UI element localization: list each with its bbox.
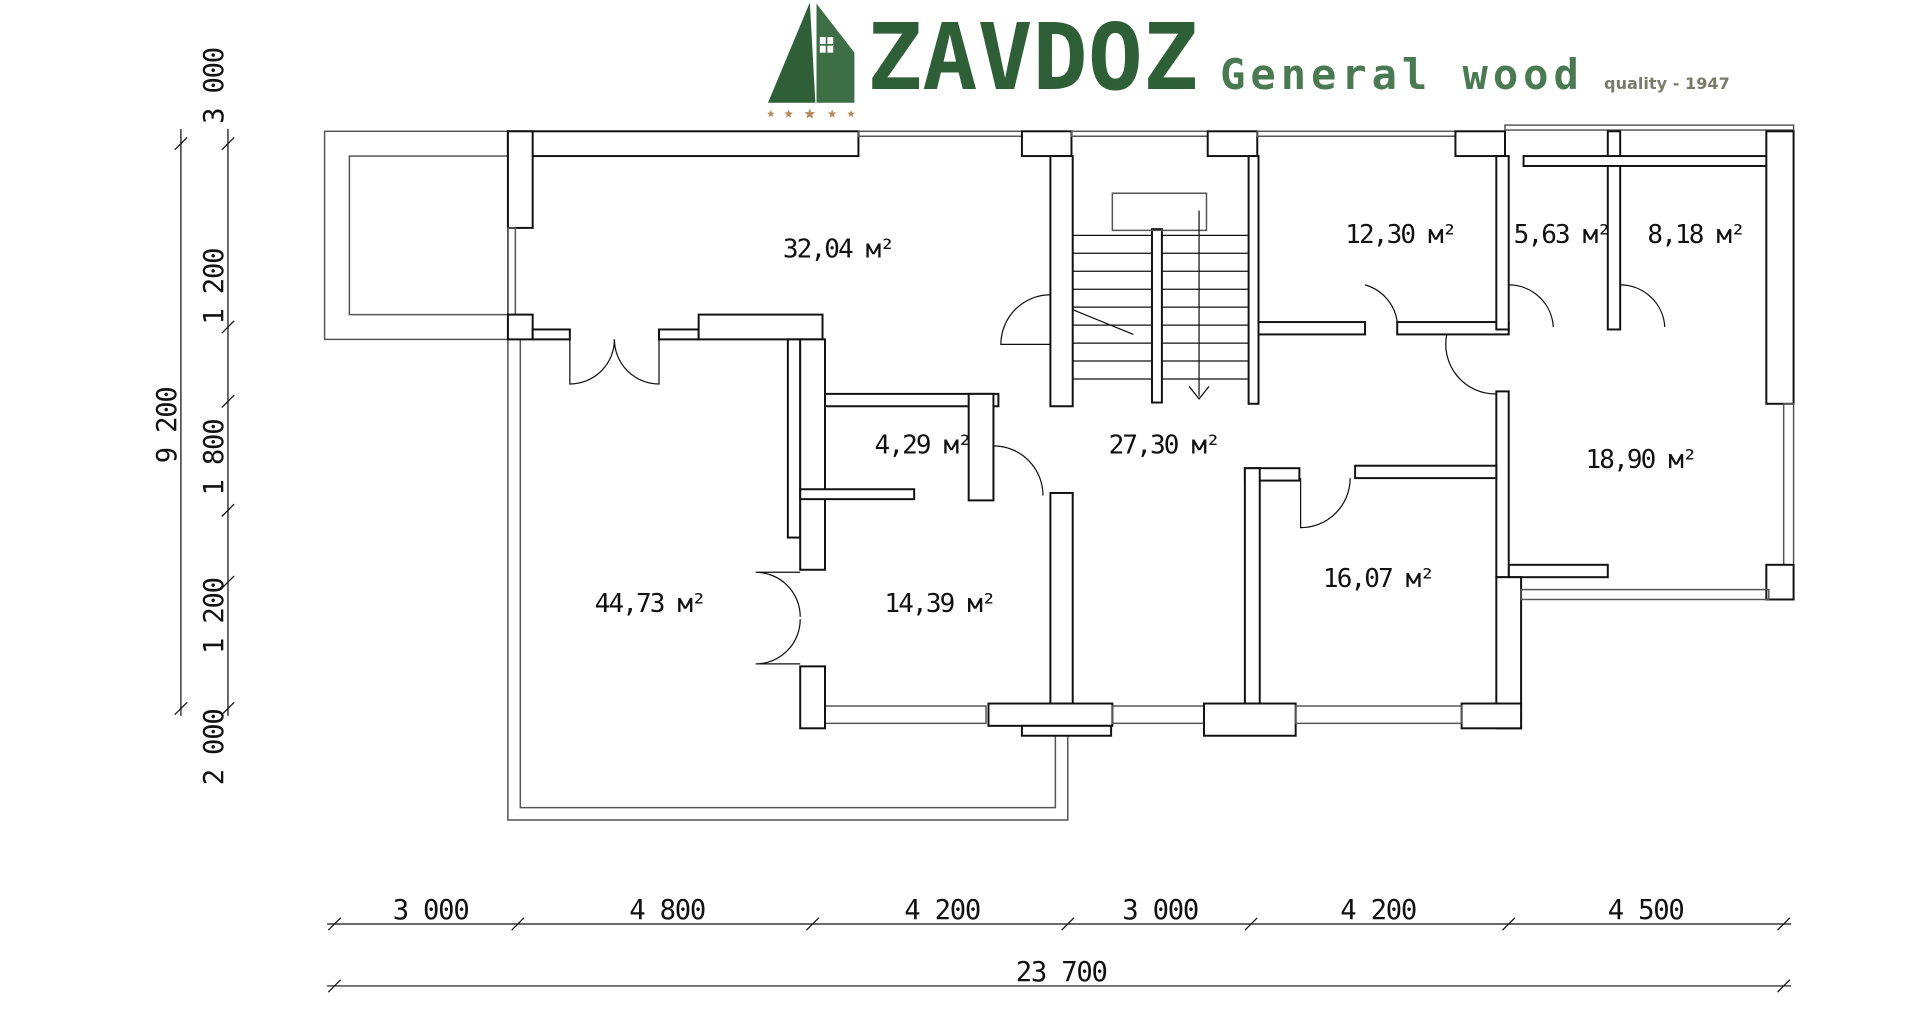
dim-label: 3 000	[393, 895, 469, 926]
dim-label: 4 200	[1340, 895, 1416, 926]
dim-tick	[1061, 917, 1075, 931]
logo-tagline: General wood	[1220, 50, 1584, 99]
dim-tick	[221, 575, 235, 589]
logo-quality: quality - 1947	[1604, 74, 1730, 93]
logo-brand: ZAVDOZ	[867, 4, 1198, 111]
room-area: 14,39 м²	[884, 589, 994, 619]
dim-tick	[221, 503, 235, 517]
dim-tick	[174, 137, 188, 151]
dim-tick	[221, 394, 235, 408]
dim-label: 1 200	[199, 578, 230, 654]
room-area: 8,18 м²	[1647, 220, 1744, 250]
house-icon	[816, 3, 855, 103]
dim-tick	[1502, 917, 1516, 931]
dim-label: 1 200	[199, 249, 230, 325]
dim-tick	[511, 917, 525, 931]
room-area: 18,90 м²	[1585, 445, 1695, 475]
dim-tick	[221, 701, 235, 716]
dim-tick	[327, 917, 342, 931]
star-icon	[827, 109, 837, 118]
dim-label: 3 000	[1122, 895, 1198, 926]
room-area: 5,63 м²	[1514, 220, 1611, 250]
star-icon	[767, 110, 775, 118]
star-icon	[847, 110, 855, 118]
dim-tick	[174, 701, 188, 716]
tree-icon	[768, 2, 816, 103]
left-terrace	[323, 130, 509, 341]
star-icon	[784, 109, 793, 118]
dim-tick	[1777, 917, 1791, 931]
room-area: 12,30 м²	[1345, 220, 1455, 250]
dim-tick	[221, 137, 235, 151]
walls	[506, 124, 1795, 737]
star-icon	[804, 108, 816, 119]
dim-label: 4 800	[629, 895, 705, 926]
zavdoz-logo: ZAVDOZ General wood quality - 1947	[767, 2, 1730, 119]
dim-tick	[327, 979, 342, 993]
room-area: 32,04 м²	[783, 235, 893, 265]
dim-tick	[221, 320, 235, 334]
staircase	[1072, 192, 1249, 400]
room-labels: 32,04 м² 4,29 м² 27,30 м² 44,73 м² 14,39…	[595, 220, 1746, 619]
dim-tick	[805, 917, 820, 931]
bottom-terrace	[507, 339, 1069, 821]
dim-label: 4 500	[1608, 895, 1684, 926]
room-area: 16,07 м²	[1323, 564, 1433, 594]
room-area: 27,30 м²	[1109, 430, 1219, 460]
dim-tick	[1777, 979, 1791, 993]
dim-label: 2 000	[199, 709, 230, 785]
dim-total-width: 23 700	[1016, 957, 1107, 988]
dim-label: 3 000	[199, 48, 230, 124]
room-area: 4,29 м²	[875, 430, 972, 460]
dim-tick	[1244, 917, 1258, 931]
dim-label: 1 800	[199, 420, 230, 496]
dimension-lines: 3 000 4 800 4 200 3 000 4 200 4 500 23 7…	[152, 48, 1792, 993]
room-area: 44,73 м²	[595, 589, 705, 619]
dim-label: 4 200	[904, 895, 980, 926]
dim-total-height: 9 200	[152, 387, 183, 463]
doors	[569, 284, 1666, 665]
